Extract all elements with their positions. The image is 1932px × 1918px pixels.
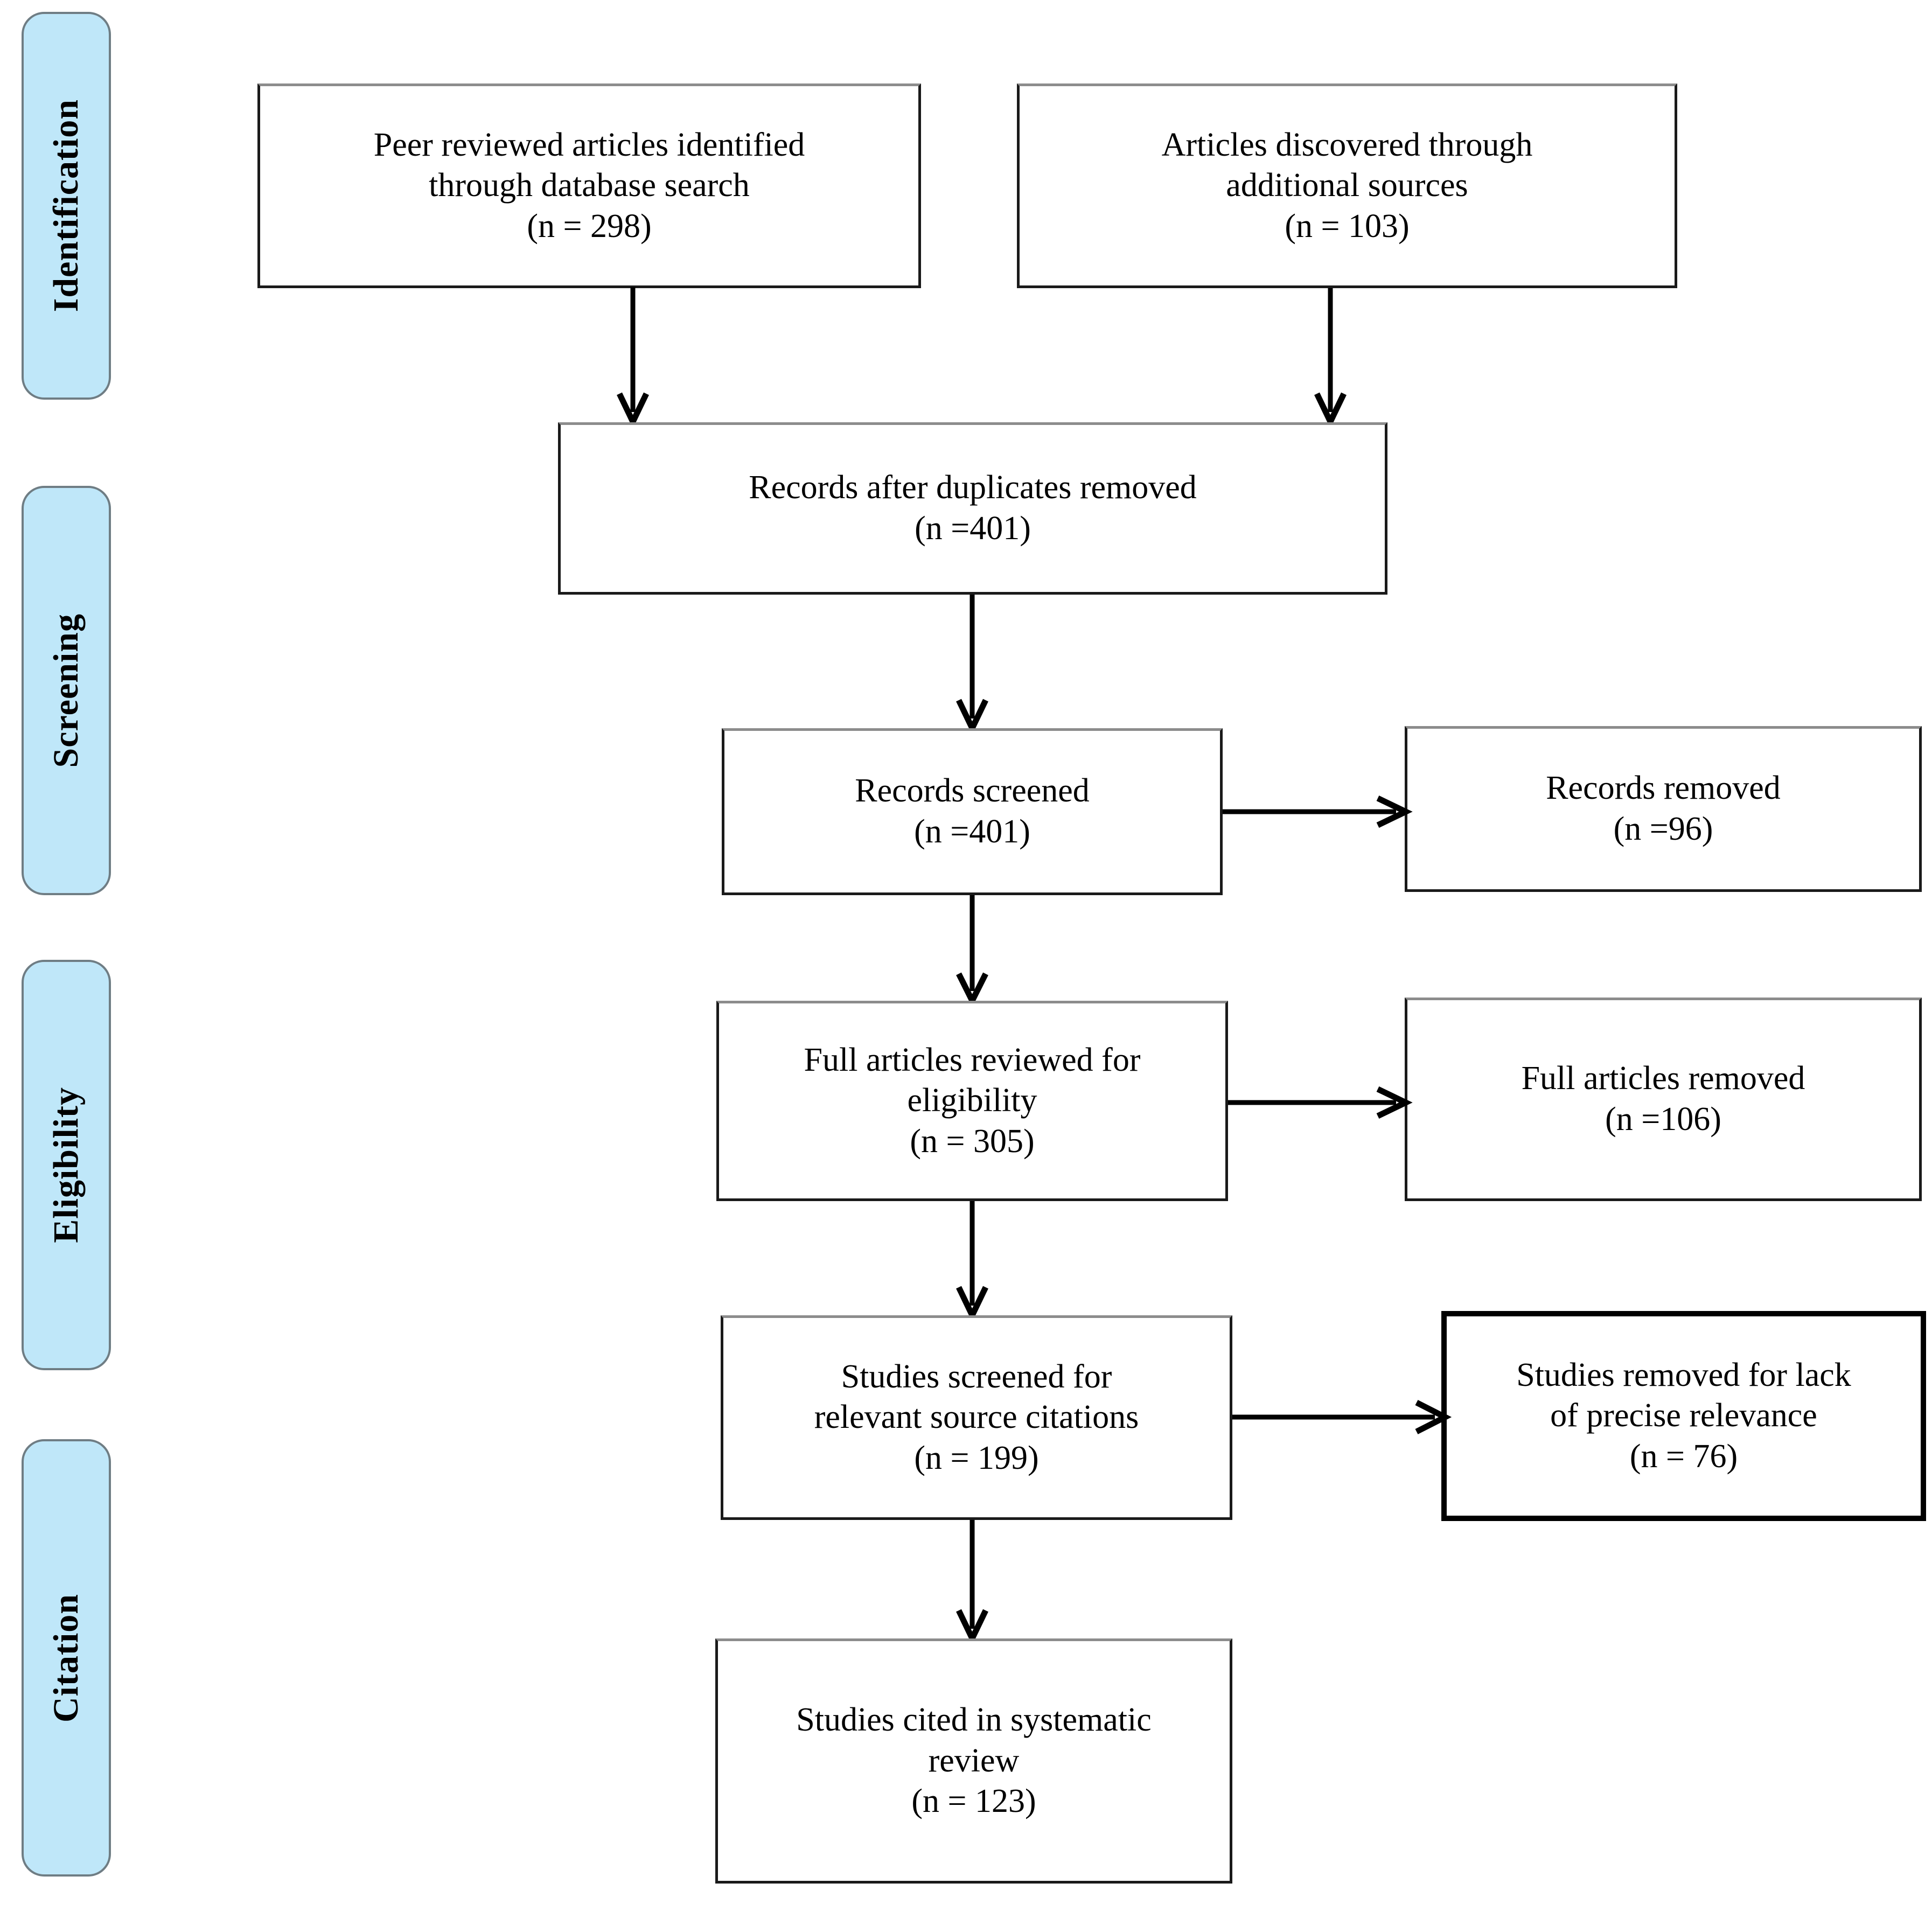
box-additional-sources[interactable]: Articles discovered through additional s… <box>1017 83 1677 288</box>
box-records-removed-text: Records removed (n =96) <box>1546 770 1781 847</box>
arrow-duplicates-to-records-screened <box>953 595 991 735</box>
stage-tab-identification[interactable]: Identification <box>22 12 111 400</box>
stage-tab-eligibility-label: Eligibility <box>46 1087 86 1243</box>
arrow-full-articles-to-studies-screened <box>953 1201 991 1322</box>
stage-tab-eligibility[interactable]: Eligibility <box>22 960 111 1370</box>
stage-tab-identification-label: Identification <box>46 99 86 312</box>
arrow-additional-sources-to-duplicates <box>1312 288 1349 429</box>
box-full-articles-removed-text: Full articles removed (n =106) <box>1521 1060 1805 1138</box>
box-studies-cited-text: Studies cited in systematic review (n = … <box>796 1701 1152 1820</box>
box-studies-screened-citations[interactable]: Studies screened for relevant source cit… <box>721 1315 1232 1520</box>
box-full-articles-removed[interactable]: Full articles removed (n =106) <box>1405 998 1922 1201</box>
arrow-full-articles-reviewed-to-removed <box>1228 1084 1413 1121</box>
box-studies-screened-citations-text: Studies screened for relevant source cit… <box>814 1358 1139 1476</box>
arrow-studies-screened-to-studies-cited <box>953 1520 991 1645</box>
stage-tab-citation[interactable]: Citation <box>22 1439 111 1877</box>
box-records-screened-text: Records screened (n =401) <box>855 772 1090 850</box>
box-duplicates-removed-text: Records after duplicates removed (n =401… <box>749 469 1197 547</box>
box-records-screened[interactable]: Records screened (n =401) <box>722 728 1223 895</box>
box-additional-sources-text: Articles discovered through additional s… <box>1161 126 1533 245</box>
stage-tab-screening-label: Screening <box>46 613 86 768</box>
box-studies-removed-relevance-text: Studies removed for lack of precise rele… <box>1516 1356 1851 1475</box>
box-records-removed[interactable]: Records removed (n =96) <box>1405 726 1922 892</box>
box-studies-removed-relevance[interactable]: Studies removed for lack of precise rele… <box>1441 1311 1926 1521</box>
stage-tab-citation-label: Citation <box>46 1593 86 1722</box>
box-full-articles-reviewed-text: Full articles reviewed for eligibility (… <box>804 1041 1141 1160</box>
arrow-records-screened-to-removed <box>1223 793 1413 831</box>
box-full-articles-reviewed[interactable]: Full articles reviewed for eligibility (… <box>716 1001 1228 1201</box>
stage-tab-screening[interactable]: Screening <box>22 486 111 895</box>
box-database-search-text: Peer reviewed articles identified throug… <box>373 126 805 245</box>
arrow-records-screened-to-full-articles <box>953 895 991 1008</box>
box-database-search[interactable]: Peer reviewed articles identified throug… <box>257 83 921 288</box>
box-duplicates-removed[interactable]: Records after duplicates removed (n =401… <box>558 422 1387 595</box>
box-studies-cited[interactable]: Studies cited in systematic review (n = … <box>715 1638 1232 1884</box>
arrow-database-search-to-duplicates <box>614 287 652 429</box>
arrow-studies-screened-to-removed <box>1232 1398 1452 1436</box>
